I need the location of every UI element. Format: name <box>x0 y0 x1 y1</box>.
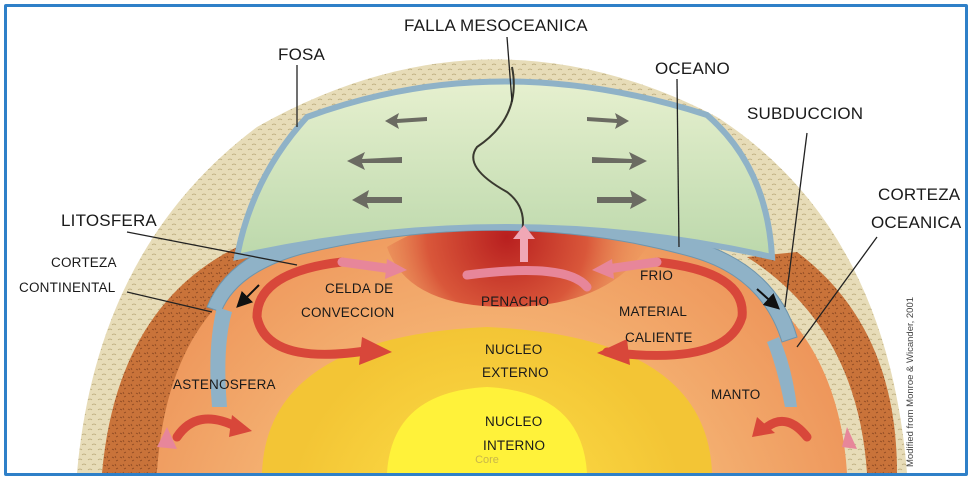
earth-cross-section: Core <box>7 7 965 473</box>
label-nucleo-interno-2: INTERNO <box>483 438 545 453</box>
label-subduccion: SUBDUCCION <box>747 104 863 124</box>
label-litosfera: LITOSFERA <box>61 211 157 231</box>
label-material-1: MATERIAL <box>619 304 687 319</box>
label-oceano: OCEANO <box>655 59 730 79</box>
label-manto: MANTO <box>711 387 761 402</box>
label-astenosfera: ASTENOSFERA <box>173 377 276 392</box>
core-faint-text: Core <box>475 454 499 466</box>
label-material-2: CALIENTE <box>625 330 693 345</box>
label-nucleo-externo-1: NUCLEO <box>485 342 542 357</box>
label-corteza-continental-2: CONTINENTAL <box>19 280 115 295</box>
label-fosa: FOSA <box>278 45 325 65</box>
label-falla-mesoceanica: FALLA MESOCEANICA <box>404 16 588 36</box>
label-penacho: PENACHO <box>481 294 549 309</box>
label-corteza-oceanica-1: CORTEZA <box>878 185 960 205</box>
label-frio: FRIO <box>640 268 673 283</box>
diagram-frame: Core FALLA MESOCEANICA FOSA OCEANO SUBDU… <box>4 4 968 476</box>
label-corteza-continental-1: CORTEZA <box>51 255 117 270</box>
credit-text: Modified from Monroe & Wicander, 2001 <box>905 297 916 467</box>
label-nucleo-externo-2: EXTERNO <box>482 365 549 380</box>
label-nucleo-interno-1: NUCLEO <box>485 414 542 429</box>
label-celda-1: CELDA DE <box>325 281 393 296</box>
label-corteza-oceanica-2: OCEANICA <box>871 213 961 233</box>
label-celda-2: CONVECCION <box>301 305 395 320</box>
